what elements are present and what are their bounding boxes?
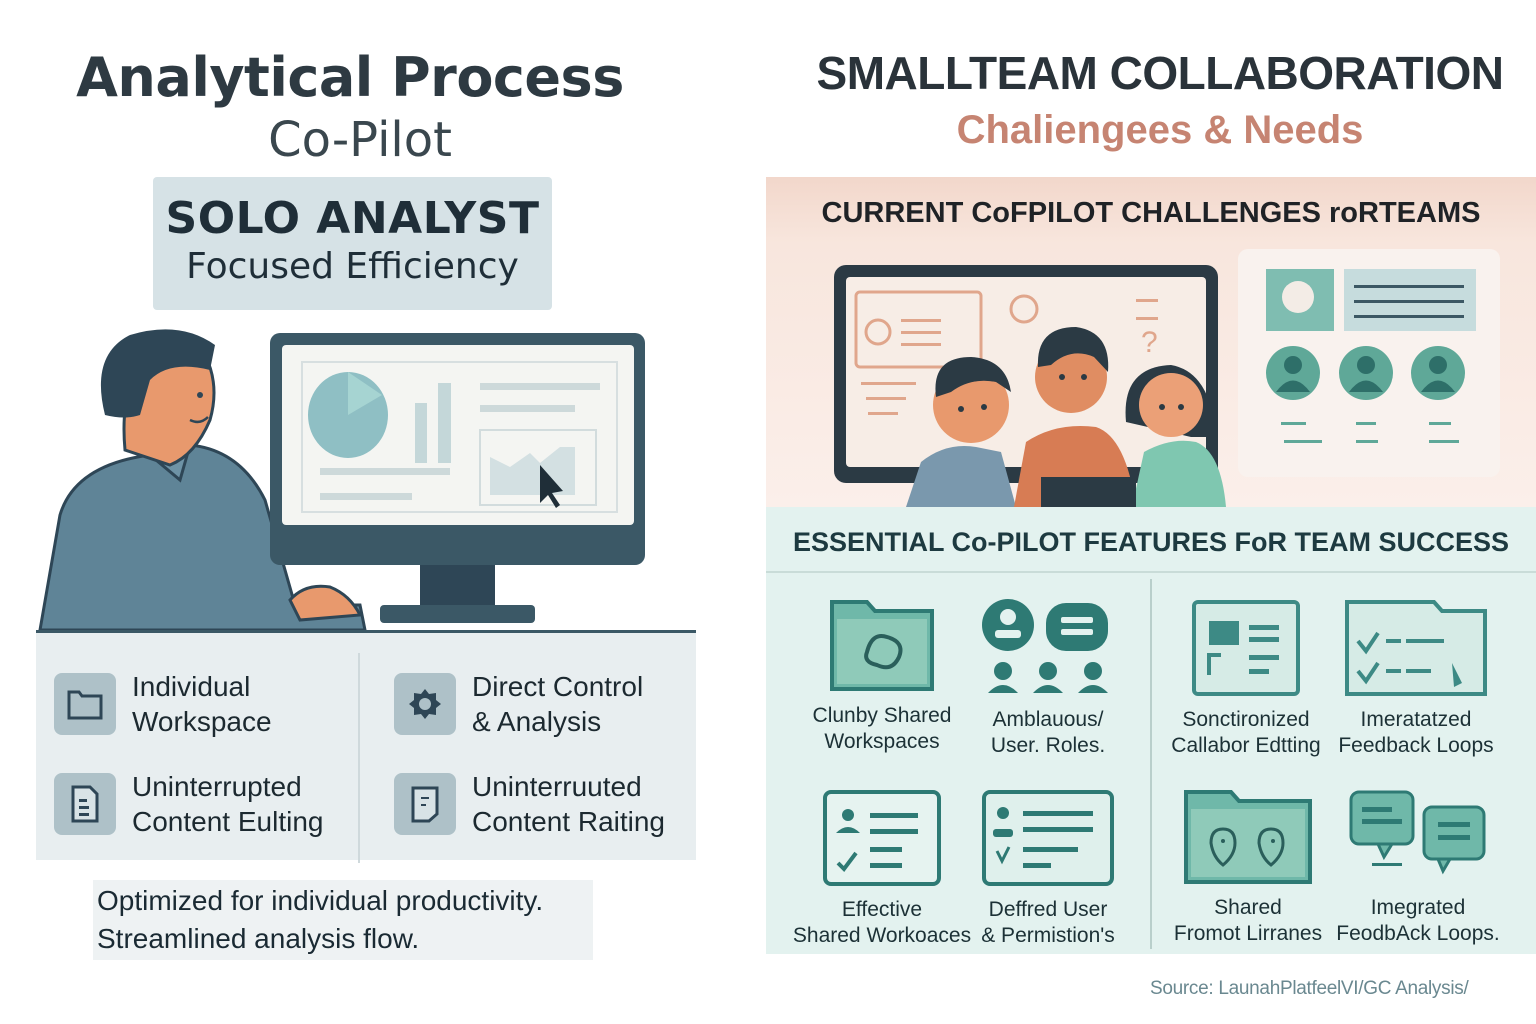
- feature-label-line2: Feedback Loops: [1338, 734, 1494, 757]
- sync-editing-icon: [1192, 600, 1300, 696]
- team-dashboard-icon: [1238, 249, 1500, 477]
- permissions-icon: [982, 790, 1114, 886]
- library-folder-icon: [1184, 790, 1312, 884]
- feature-label-line2: Callabor Edtting: [1171, 734, 1321, 757]
- feature-direct-control: Direct Control & Analysis: [394, 669, 643, 739]
- feature-divider: [358, 653, 360, 863]
- note-line-1: Optimized for individual productivity.: [97, 885, 544, 916]
- svg-text:?: ?: [1141, 326, 1158, 359]
- feature-label-line2: FeodbAck Loops.: [1336, 922, 1500, 945]
- folder-icon: [54, 673, 116, 735]
- right-title: SMALLTEAM COLLABORATION: [816, 47, 1504, 99]
- feature-label-line2: Workspace: [132, 706, 272, 737]
- solo-summary-note: Optimized for individual productivity. S…: [93, 880, 593, 960]
- feature-user-permissions: Deffred User & Permistion's: [958, 789, 1138, 949]
- feature-label-line1: Imeratatzed: [1360, 708, 1472, 731]
- feature-label-line2: Workspaces: [824, 730, 940, 753]
- features-rule: [766, 571, 1536, 573]
- feature-label-line1: Individual: [132, 671, 251, 702]
- feature-label-line1: Uninterruuted: [472, 771, 642, 802]
- team-illustration: ?: [834, 249, 1500, 507]
- feature-label-line2: Content Raiting: [472, 806, 666, 837]
- team-features-panel: ESSENTIAL Co-PILOT FEATURES FoR TEAM SUC…: [766, 507, 1536, 954]
- feature-label-line1: Shared: [1214, 896, 1282, 919]
- solo-analyst-title: SOLO ANALYST: [165, 193, 540, 244]
- features-divider: [1150, 579, 1152, 949]
- feature-label-line2: & Permistion's: [981, 924, 1115, 947]
- team-people-icon: [906, 327, 1226, 507]
- monitor-icon: [270, 333, 645, 623]
- user-roles-icon: [982, 599, 1108, 693]
- feature-label-line1: Sonctironized: [1182, 708, 1310, 731]
- feature-label-line1: Clunby Shared: [812, 704, 952, 727]
- left-subtitle: Co-Pilot: [268, 112, 452, 168]
- shared-folder-icon: [830, 600, 934, 691]
- gear-icon: [394, 673, 456, 735]
- challenges-panel: CURRENT CoFPILOT CHALLENGES roRTEAMS ?: [766, 177, 1536, 507]
- feature-user-roles: Amblauous/User. Roles.: [958, 597, 1138, 759]
- feature-label-line1: Deffred User: [988, 898, 1108, 921]
- source-caption: Source: LaunahPlatfeelVI/GC Analysis/: [1150, 978, 1469, 999]
- checklist-icon: [1345, 600, 1487, 696]
- note-icon: [394, 773, 456, 835]
- features-title: ESSENTIAL Co-PILOT FEATURES FoR TEAM SUC…: [792, 527, 1510, 557]
- feature-label-line1: Amblauous/: [992, 708, 1104, 731]
- right-subtitle: Chaliengees & Needs: [956, 108, 1364, 152]
- feature-label-line2: User. Roles.: [990, 734, 1106, 757]
- chat-bubbles-icon: [1349, 790, 1486, 875]
- challenges-title: CURRENT CoFPILOT CHALLENGES roRTEAMS: [821, 197, 1481, 229]
- feature-label-line2: Content Eulting: [132, 806, 324, 837]
- solo-analyst-illustration: [38, 329, 645, 630]
- solo-analyst-badge: SOLO ANALYST Focused Efficiency: [153, 177, 552, 310]
- feature-label-line1: Uninterrupted: [132, 771, 302, 802]
- analyst-person-icon: [38, 329, 367, 630]
- feature-label-line2: Fromot Lirranes: [1173, 922, 1323, 945]
- feature-label-line1: Effective: [841, 898, 923, 921]
- document-icon: [54, 773, 116, 835]
- feature-label-line2: & Analysis: [472, 706, 602, 737]
- note-line-2: Streamlined analysis flow.: [97, 923, 420, 954]
- feature-label-line1: Imegrated: [1370, 896, 1466, 919]
- user-list-icon: [823, 790, 941, 886]
- solo-analyst-subtitle: Focused Efficiency: [186, 246, 519, 287]
- left-title: Analytical Process: [76, 46, 624, 109]
- feature-label-line2: Shared Workoaces: [792, 924, 972, 947]
- feature-label-line1: Direct Control: [472, 671, 644, 702]
